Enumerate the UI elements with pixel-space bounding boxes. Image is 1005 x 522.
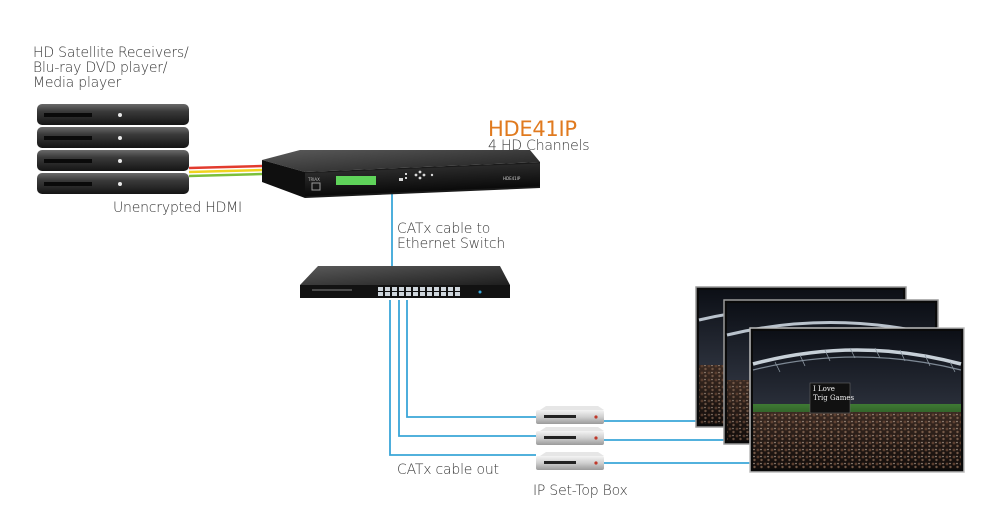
catx-out-label: CATx cable out [397,462,499,478]
device-subtitle: 4 HD Channels [488,138,590,154]
hdmi-cable-green [188,172,263,178]
receiver-unit [37,104,189,125]
receiver-unit [37,150,189,171]
display-screen-front [749,327,965,473]
fan-sign [809,382,851,414]
device-front-badge: HDE41IP [503,176,521,181]
catx-cable-stb-2 [398,300,536,437]
ethernet-port-icon [311,182,321,191]
front-lcd-display [336,176,376,185]
device-left-tag: TRIAX [308,177,320,182]
hde41ip-encoder [262,150,540,198]
set-top-box [536,406,604,424]
source-receiver-stack [37,104,189,194]
device-title: HDE41IP [488,117,577,141]
front-panel-buttons [399,170,434,181]
receiver-unit [37,127,189,148]
catx-cable-stb-3 [389,300,536,456]
ethernet-switch [300,266,510,298]
catx-switch-label: CATx cable to Ethernet Switch [397,221,506,252]
display-screens [695,286,965,473]
set-top-box [536,427,604,445]
source-devices-label: HD Satellite Receivers/ Blu-ray DVD play… [33,45,189,91]
hdmi-cable-yellow [188,168,263,174]
receiver-unit [37,173,189,194]
fan-sign-text: I Love Trig Games [813,385,855,402]
hdmi-cables [188,164,263,178]
hdmi-cable-red [188,164,263,170]
catx-cable-stb-1 [406,300,536,418]
stb-label: IP Set-Top Box [533,483,628,499]
ip-set-top-boxes [536,406,604,470]
switch-ports [378,287,460,296]
set-top-box [536,452,604,470]
catx-cables [389,194,752,464]
hdmi-label: Unencrypted HDMI [113,200,242,216]
